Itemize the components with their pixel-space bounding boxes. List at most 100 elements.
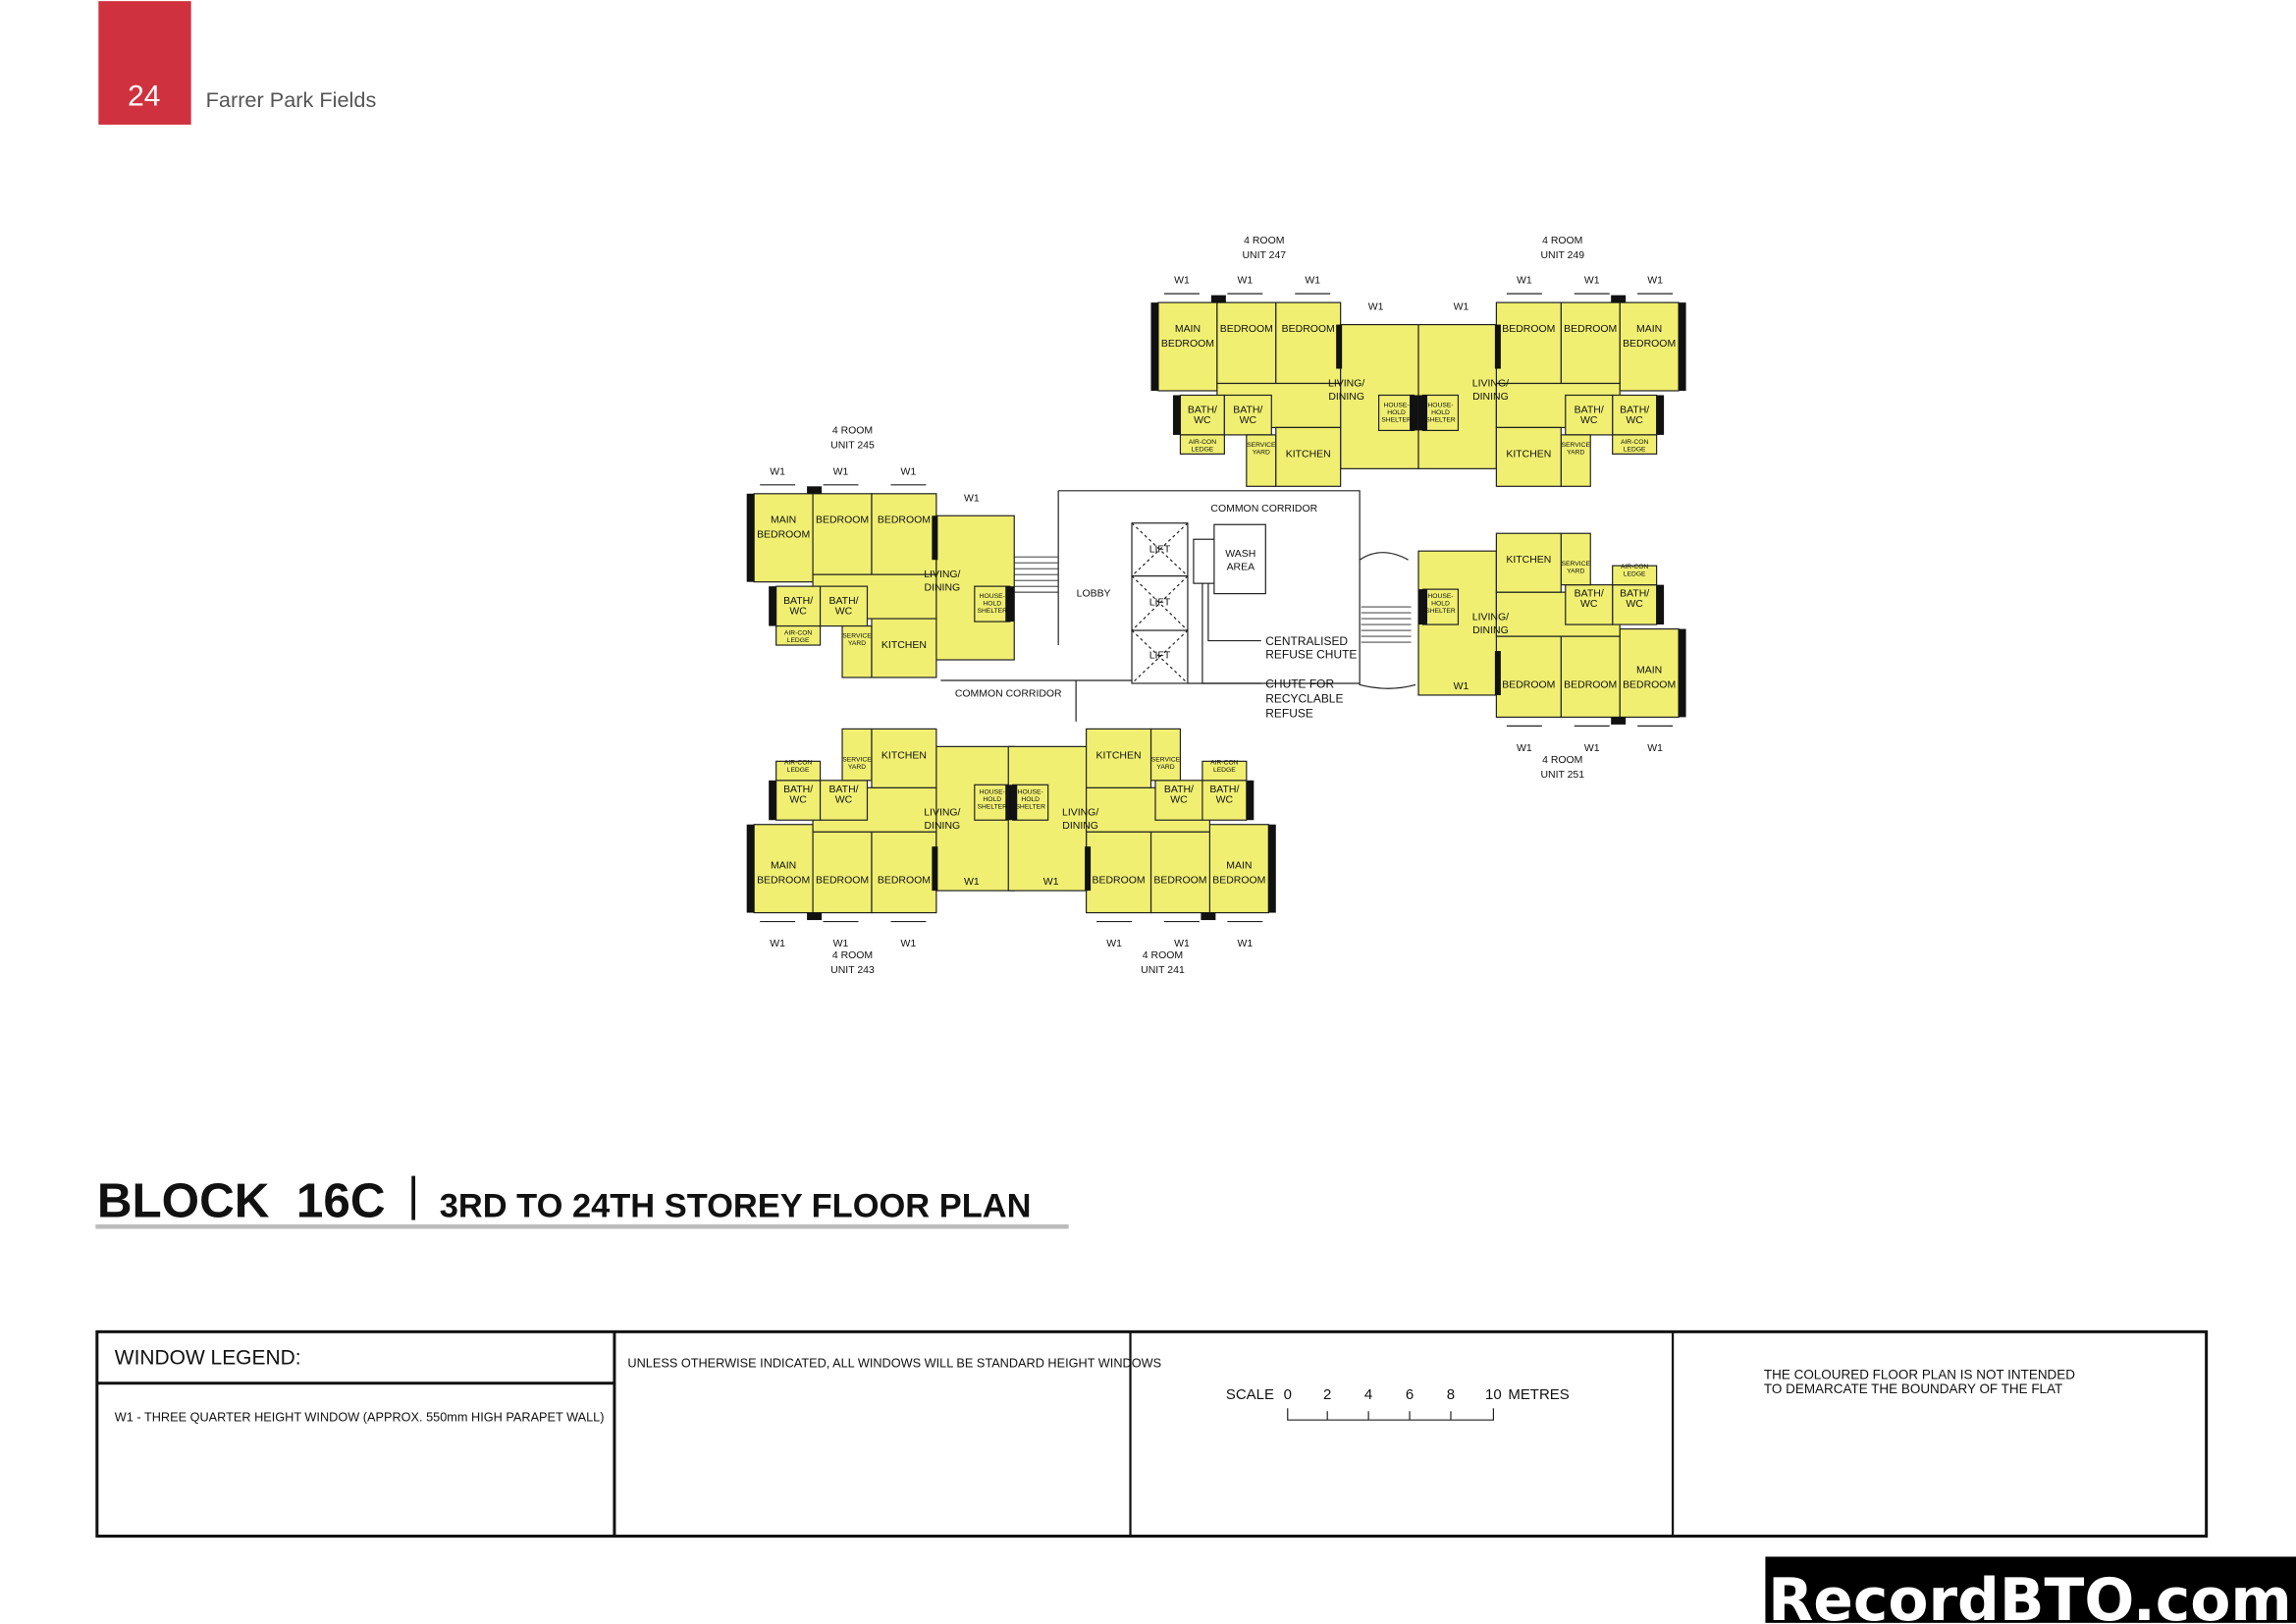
legend-table: WINDOW LEGEND: W1 - THREE QUARTER HEIGHT…	[95, 1329, 2209, 1538]
aircon-ledge-label: AIR-CON	[1210, 759, 1239, 766]
aircon-ledge-label: AIR-CON	[1621, 439, 1649, 446]
living-dining-label: DINING	[925, 583, 961, 594]
aircon-ledge	[775, 760, 822, 782]
wall	[1005, 586, 1015, 623]
window-w1-label: W1	[1647, 276, 1663, 287]
household-shelter-label: HOLD	[983, 601, 1001, 608]
household-shelter-label: SHELTER	[1425, 416, 1456, 423]
kitchen	[1495, 426, 1562, 487]
bedroom-label: BEDROOM	[1282, 324, 1335, 335]
window-w1-label: W1	[1174, 276, 1190, 287]
bath-wc-label: BATH/	[783, 785, 813, 795]
main-bedroom-label: MAIN	[771, 515, 796, 526]
window-w1-label: W1	[1517, 276, 1532, 287]
wash-area-label: AREA	[1227, 563, 1255, 573]
lobby-label: LOBBY	[1077, 589, 1111, 600]
scale-label: SCALE	[1226, 1386, 1274, 1403]
core-area: LIFT LIFT LIFT WASH AREA LOBBY COMMON CO…	[940, 490, 1416, 722]
bedroom	[1560, 301, 1621, 385]
wall	[769, 780, 776, 821]
wall	[1172, 395, 1181, 435]
service-yard-label: SERVICE	[1562, 561, 1591, 568]
service-yard-label: YARD	[1156, 764, 1174, 771]
bath-wc-label: WC	[1194, 415, 1211, 426]
window-w1-label: W1	[1647, 743, 1663, 754]
wall	[746, 493, 755, 582]
service-yard-label: YARD	[848, 640, 866, 647]
unit-plan: MAINBEDROOMBEDROOMBEDROOMLIVING/DININGBA…	[1417, 532, 1686, 781]
household-shelter-label: SHELTER	[1425, 608, 1456, 615]
unit-type-label: 4 ROOM	[1143, 950, 1183, 961]
window-w1-label: W1	[1368, 302, 1384, 313]
living-dining-label: LIVING/	[1062, 808, 1098, 819]
main-bedroom-label: MAIN	[1636, 665, 1662, 676]
bath-wc	[1201, 780, 1248, 821]
window-w1-label: W1	[1106, 939, 1122, 949]
aircon-ledge-label: LEDGE	[787, 767, 810, 774]
household-shelter-label: HOUSE-	[1383, 402, 1409, 408]
wall	[1611, 295, 1627, 303]
window-w1-label: W1	[833, 939, 849, 949]
bedroom-label: BEDROOM	[1093, 876, 1146, 887]
standard-window-note: UNLESS OTHERWISE INDICATED, ALL WINDOWS …	[627, 1355, 1161, 1370]
wall	[1418, 395, 1428, 431]
wall	[932, 846, 938, 892]
bedroom	[1495, 301, 1562, 385]
wall	[746, 824, 755, 913]
wall	[1008, 785, 1018, 821]
bedroom	[812, 831, 873, 914]
service-yard-label: YARD	[1567, 449, 1584, 456]
title-separator	[411, 1175, 416, 1220]
refuse-chute-label: REFUSE CHUTE	[1265, 648, 1357, 662]
living-dining-label: DINING	[925, 821, 961, 832]
bath-wc	[1565, 394, 1614, 436]
living-dining-label: LIVING/	[1328, 378, 1364, 389]
household-shelter-label: HOLD	[983, 796, 1001, 803]
household-shelter	[974, 784, 1011, 821]
household-shelter-label: HOUSE-	[1427, 593, 1453, 600]
aircon-ledge-label: AIR-CON	[1621, 564, 1649, 570]
title-underline	[95, 1224, 1069, 1229]
floor-plan-title: 3RD TO 24TH STOREY FLOOR PLAN	[440, 1188, 1032, 1225]
bath-wc-label: BATH/	[828, 785, 858, 795]
household-shelter	[1377, 394, 1415, 432]
bedroom-label: BEDROOM	[1502, 679, 1555, 690]
main-bedroom-label: BEDROOM	[1623, 679, 1676, 690]
household-shelter-label: SHELTER	[978, 608, 1008, 615]
refuse-chute-label: CENTRALISED	[1265, 634, 1348, 648]
main-bedroom-label: BEDROOM	[757, 876, 810, 887]
bath-wc-label: WC	[1240, 415, 1257, 426]
unit-type-label: 4 ROOM	[1244, 236, 1284, 246]
window-w1-label: W1	[964, 493, 980, 504]
aircon-ledge	[1612, 565, 1658, 586]
bath-wc-label: BATH/	[1620, 405, 1649, 415]
scale-tick-label: 8	[1447, 1386, 1455, 1403]
wall	[1494, 324, 1501, 369]
lift-label: LIFT	[1149, 545, 1171, 556]
bedroom-label: BEDROOM	[1220, 324, 1273, 335]
household-shelter	[1421, 394, 1460, 432]
window-w1-label: W1	[1043, 877, 1059, 888]
refuse-chute	[1193, 538, 1215, 584]
window-w1-label: W1	[1584, 276, 1600, 287]
service-yard	[841, 728, 873, 782]
aircon-ledge-label: LEDGE	[787, 637, 810, 644]
main-bedroom-label: BEDROOM	[1161, 339, 1214, 350]
unit-number-label: UNIT 251	[1540, 770, 1584, 781]
unit-type-label: 4 ROOM	[1542, 755, 1582, 766]
window-w1-label: W1	[1454, 302, 1469, 313]
aircon-ledge-label: LEDGE	[1624, 446, 1646, 453]
aircon-ledge-label: AIR-CON	[1189, 439, 1217, 446]
household-shelter-label: HOUSE-	[980, 593, 1005, 600]
bedroom-label: BEDROOM	[878, 515, 931, 526]
bedroom	[1560, 635, 1621, 719]
scale-tick-label: 4	[1364, 1386, 1372, 1403]
window-w1-label: W1	[964, 877, 980, 888]
bath-wc-label: BATH/	[1620, 589, 1649, 600]
window-w1-label: W1	[1237, 276, 1253, 287]
window-w1-label: W1	[1584, 743, 1600, 754]
living-dining-label: LIVING/	[924, 569, 960, 580]
bath-wc-label: WC	[835, 794, 853, 805]
common-corridor-label: COMMON CORRIDOR	[1210, 504, 1317, 514]
main-bedroom-label: MAIN	[771, 861, 796, 872]
